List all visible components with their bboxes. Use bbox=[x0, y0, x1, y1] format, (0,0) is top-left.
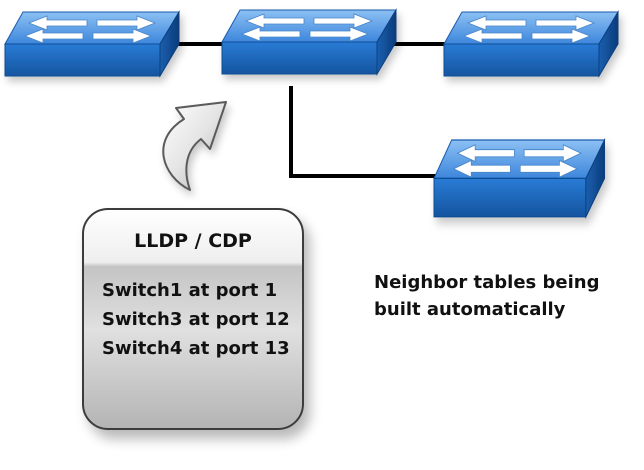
network-switch-icon bbox=[4, 11, 180, 77]
caption-line: built automatically bbox=[374, 299, 566, 320]
list-item: Switch3 at port 12 bbox=[102, 309, 290, 330]
list-item: Switch1 at port 1 bbox=[102, 280, 278, 301]
network-switch-icon bbox=[443, 11, 619, 77]
network-switch-icon bbox=[221, 9, 397, 75]
link-center-bottom-right bbox=[289, 86, 440, 178]
list-item: Switch4 at port 13 bbox=[102, 338, 290, 359]
neighbor-table-panel: LLDP / CDP Switch1 at port 1 Switch3 at … bbox=[82, 208, 304, 430]
neighbor-list: Switch1 at port 1 Switch3 at port 12 Swi… bbox=[102, 276, 290, 363]
panel-title: LLDP / CDP bbox=[134, 230, 252, 252]
curved-arrow-icon bbox=[162, 101, 227, 191]
network-switch-icon bbox=[433, 139, 606, 218]
caption-line: Neighbor tables being bbox=[374, 272, 600, 293]
caption: Neighbor tables being built automaticall… bbox=[374, 269, 634, 323]
